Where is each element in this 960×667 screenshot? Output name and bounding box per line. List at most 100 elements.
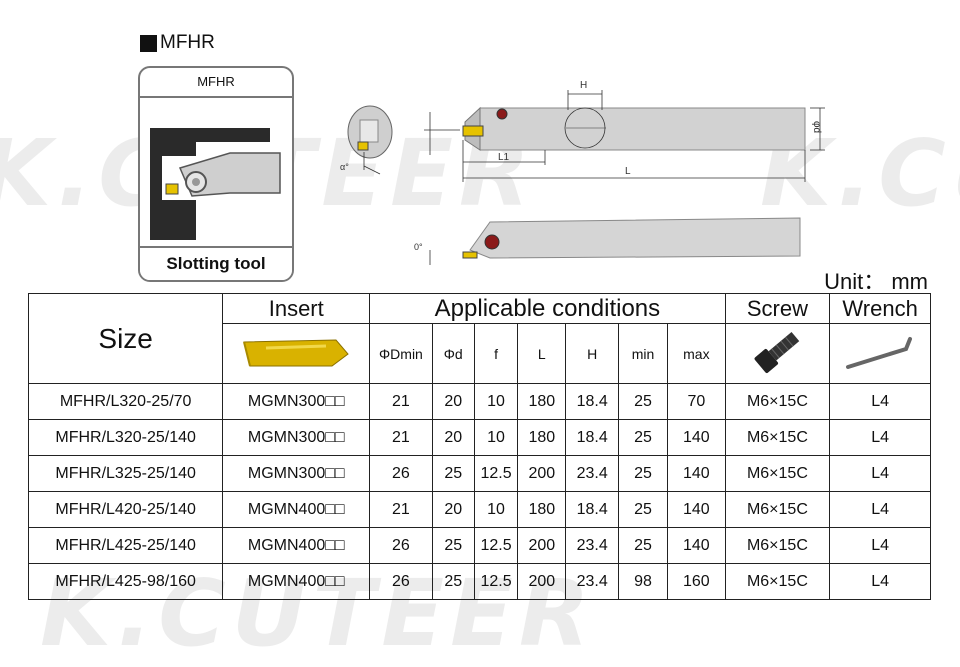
- cell-max: 140: [667, 455, 726, 492]
- cell-screw: M6×15C: [724, 491, 831, 528]
- cell-max: 140: [667, 419, 726, 456]
- section-title: MFHR: [140, 32, 215, 54]
- sub-header: L: [517, 323, 567, 384]
- cell-d: 20: [431, 419, 475, 456]
- cell-max: 140: [667, 491, 726, 528]
- cell-insert: MGMN300□□: [222, 455, 371, 492]
- section-title-text: MFHR: [160, 32, 215, 53]
- side-view: H φd L1 L: [424, 80, 825, 182]
- cell-H: 18.4: [565, 491, 619, 528]
- cell-min: 25: [617, 419, 669, 456]
- cell-screw: M6×15C: [724, 527, 831, 564]
- cell-min: 25: [617, 527, 669, 564]
- h-label: H: [580, 80, 587, 91]
- cell-d: 25: [431, 455, 475, 492]
- cell-L: 200: [517, 563, 567, 600]
- insert-header: Insert: [222, 293, 371, 324]
- sub-header-row: ΦDmin Φd f L H min max: [29, 323, 931, 384]
- cell-dmin: 21: [369, 491, 433, 528]
- cell-L: 180: [517, 383, 567, 420]
- cell-min: 25: [617, 455, 669, 492]
- cell-insert: MGMN300□□: [222, 419, 371, 456]
- cell-insert: MGMN400□□: [222, 527, 371, 564]
- sub-header: max: [667, 323, 726, 384]
- cell-H: 23.4: [565, 563, 619, 600]
- card-header: MFHR: [140, 68, 292, 98]
- cell-f: 10: [473, 491, 519, 528]
- insert-icon: [243, 339, 349, 367]
- cell-wrench: L4: [829, 383, 931, 420]
- size-header: Size: [27, 293, 224, 384]
- cell-d: 20: [431, 383, 475, 420]
- cell-screw: M6×15C: [724, 383, 831, 420]
- l1-label: L1: [498, 152, 510, 163]
- cell-size: MFHR/L320-25/70: [27, 383, 224, 420]
- cell-insert: MGMN400□□: [222, 563, 371, 600]
- cell-f: 10: [473, 419, 519, 456]
- bottom-view: 0°: [414, 217, 801, 265]
- cell-L: 180: [517, 419, 567, 456]
- cell-size: MFHR/L420-25/140: [27, 491, 224, 528]
- cell-L: 200: [517, 455, 567, 492]
- cell-H: 18.4: [565, 419, 619, 456]
- cell-max: 140: [667, 527, 726, 564]
- cell-insert: MGMN300□□: [222, 383, 371, 420]
- cell-L: 180: [517, 491, 567, 528]
- card-caption: Slotting tool: [140, 246, 292, 280]
- cell-dmin: 21: [369, 383, 433, 420]
- conditions-header: Applicable conditions: [369, 293, 726, 324]
- cell-wrench: L4: [829, 455, 931, 492]
- screw-header: Screw: [724, 293, 831, 324]
- cell-insert: MGMN400□□: [222, 491, 371, 528]
- slotting-tool-illustration: [150, 128, 281, 240]
- cell-dmin: 26: [369, 563, 433, 600]
- cell-screw: M6×15C: [724, 455, 831, 492]
- cell-size: MFHR/L425-98/160: [27, 563, 224, 600]
- cell-max: 70: [667, 383, 726, 420]
- cell-H: 18.4: [565, 383, 619, 420]
- cell-d: 25: [431, 527, 475, 564]
- cell-dmin: 26: [369, 455, 433, 492]
- sub-header: min: [617, 323, 669, 384]
- cell-d: 25: [431, 563, 475, 600]
- cell-min: 98: [617, 563, 669, 600]
- cell-wrench: L4: [829, 491, 931, 528]
- screw-icon: [754, 331, 800, 373]
- tool-icon-card: MFHR Slotting tool: [138, 66, 294, 282]
- insert-image-cell: [222, 323, 371, 384]
- cell-min: 25: [617, 491, 669, 528]
- cell-H: 23.4: [565, 455, 619, 492]
- sub-header: H: [565, 323, 619, 384]
- cell-min: 25: [617, 383, 669, 420]
- wrench-icon: [846, 337, 913, 369]
- sub-header: f: [473, 323, 519, 384]
- zero-deg-label: 0°: [414, 242, 423, 252]
- cell-wrench: L4: [829, 563, 931, 600]
- cell-f: 12.5: [473, 563, 519, 600]
- cell-wrench: L4: [829, 419, 931, 456]
- cell-f: 12.5: [473, 455, 519, 492]
- sub-header: Φd: [431, 323, 475, 384]
- wrench-image-cell: [829, 323, 931, 384]
- cell-L: 200: [517, 527, 567, 564]
- square-icon: [140, 34, 157, 52]
- cell-size: MFHR/L325-25/140: [27, 455, 224, 492]
- cell-wrench: L4: [829, 527, 931, 564]
- end-view: α°: [340, 105, 393, 175]
- l-label: L: [625, 166, 631, 177]
- cell-dmin: 21: [369, 419, 433, 456]
- cell-screw: M6×15C: [724, 419, 831, 456]
- phi-d-label: φd: [811, 121, 822, 133]
- cell-size: MFHR/L425-25/140: [27, 527, 224, 564]
- cell-size: MFHR/L320-25/140: [27, 419, 224, 456]
- cell-f: 12.5: [473, 527, 519, 564]
- cell-dmin: 26: [369, 527, 433, 564]
- tool-technical-drawing: α° H φd L1 L 0°: [340, 80, 825, 265]
- wrench-header: Wrench: [829, 293, 931, 324]
- cell-d: 20: [431, 491, 475, 528]
